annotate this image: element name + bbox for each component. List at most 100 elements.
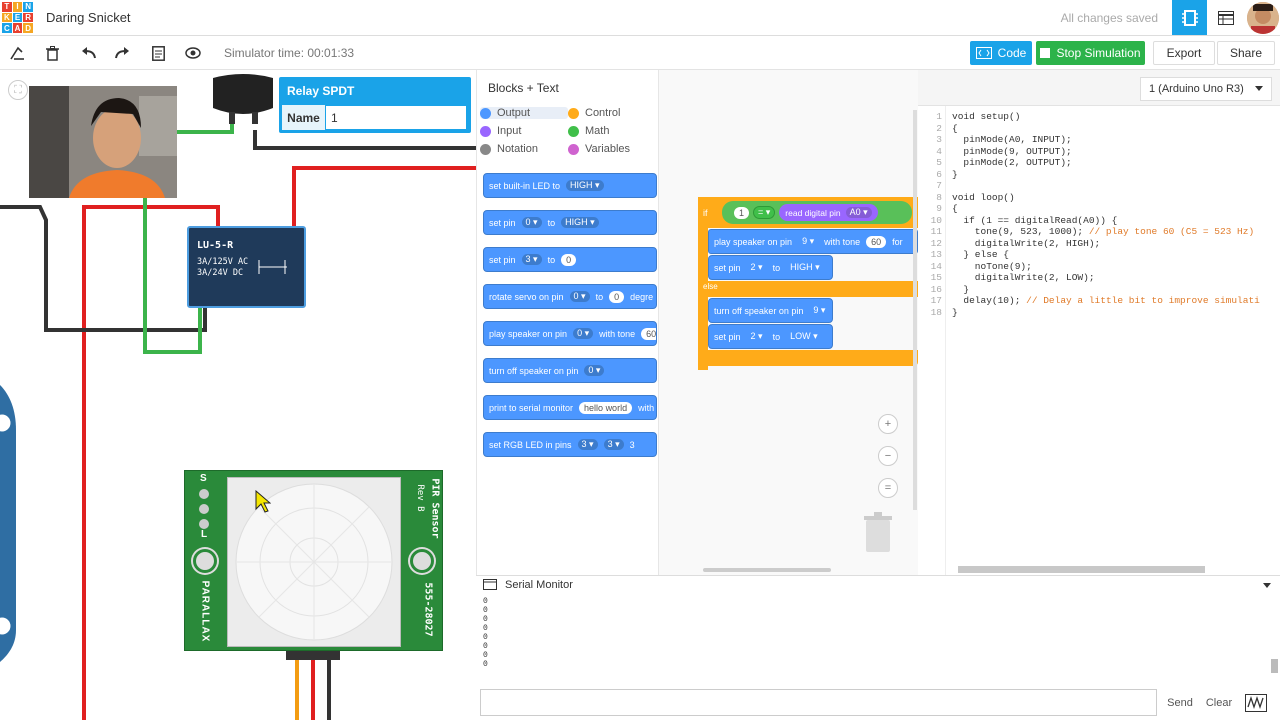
if-else-block[interactable]: if 1 = ▾ read digital pin A0 ▾ play spea… — [698, 197, 918, 370]
category-math[interactable]: Math — [568, 125, 655, 137]
redo-icon[interactable] — [112, 44, 132, 62]
code-text: { — [952, 203, 958, 214]
stop-simulation-button[interactable]: Stop Simulation — [1036, 41, 1145, 65]
serial-plot-button[interactable] — [1241, 689, 1271, 716]
turn-off-speaker-block[interactable]: turn off speaker on pin 9 ▾ — [708, 298, 833, 323]
project-title[interactable]: Daring Snicket — [46, 10, 131, 25]
read-pin-dropdown[interactable]: A0 ▾ — [845, 207, 872, 218]
code-text: void loop() — [952, 191, 1015, 203]
palette-dropdown[interactable]: 3 ▾ — [603, 439, 624, 450]
read-digital-block[interactable]: read digital pin A0 ▾ — [779, 204, 878, 221]
category-output[interactable]: Output — [480, 107, 568, 119]
set-pin-dropdown[interactable]: 2 ▾ — [750, 262, 763, 272]
set-pin-high-block[interactable]: set pin 2 ▾ to HIGH ▾ — [708, 255, 833, 280]
trash-icon[interactable] — [864, 512, 892, 554]
serial-line: 0 — [483, 615, 488, 624]
relay-component[interactable]: LU-5-R 3A/125V AC 3A/24V DC — [187, 226, 306, 308]
turn-off-pin-dropdown[interactable]: 9 ▾ — [813, 305, 826, 315]
category-control[interactable]: Control — [568, 107, 655, 119]
delete-icon[interactable] — [42, 44, 62, 62]
palette-dropdown[interactable]: HIGH ▾ — [561, 217, 599, 228]
board-select[interactable]: 1 (Arduino Uno R3) — [1140, 77, 1272, 101]
zoom-out-icon[interactable]: − — [878, 446, 898, 466]
code-button[interactable]: Code — [970, 41, 1032, 65]
blocks-workspace[interactable]: if 1 = ▾ read digital pin A0 ▾ play spea… — [659, 70, 918, 575]
palette-value[interactable]: 0 — [561, 253, 577, 266]
rotate-icon[interactable] — [8, 44, 28, 62]
palette-dropdown[interactable]: 0 ▾ — [573, 328, 594, 339]
serial-clear-button[interactable]: Clear — [1205, 696, 1233, 709]
undo-icon[interactable] — [78, 44, 98, 62]
condition-operator[interactable]: = ▾ — [753, 206, 776, 219]
set-value-dropdown[interactable]: HIGH ▾ — [790, 262, 820, 272]
condition-value[interactable]: 1 — [734, 206, 750, 219]
code-text: } else { — [952, 249, 1010, 260]
visibility-icon[interactable] — [183, 44, 203, 62]
workspace-scrollbar[interactable] — [703, 568, 831, 572]
pir-jumper-pin — [199, 519, 209, 529]
set-pin-low-block[interactable]: set pin 2 ▾ to LOW ▾ — [708, 324, 833, 349]
palette-block-text: 3 — [629, 439, 635, 450]
line-number: 1 — [936, 111, 942, 122]
code-hscrollbar[interactable] — [958, 566, 1205, 573]
category-input[interactable]: Input — [480, 125, 568, 137]
pir-sensor-component[interactable]: S L PARALLAX PIR Sensor Rev B 555-28027 — [184, 470, 443, 651]
serial-line: 0 — [483, 642, 488, 651]
serial-scrollbar[interactable] — [1271, 659, 1278, 673]
fit-view-icon[interactable]: ⛶ — [8, 80, 28, 100]
palette-value[interactable]: 0 — [609, 290, 625, 303]
palette-value[interactable]: 60 — [641, 327, 656, 340]
category-label: Input — [497, 125, 522, 137]
set-pin-dropdown[interactable]: 2 ▾ — [750, 331, 763, 341]
palette-dropdown[interactable]: HIGH ▾ — [566, 180, 604, 191]
zoom-in-icon[interactable]: + — [878, 414, 898, 434]
code-line: 4 pinMode(9, OUTPUT); — [918, 146, 1278, 158]
palette-dropdown[interactable]: 3 ▾ — [521, 254, 542, 265]
notes-icon[interactable] — [148, 44, 168, 62]
list-view-button[interactable] — [1210, 0, 1242, 35]
palette-dropdown[interactable]: 0 ▾ — [584, 365, 605, 376]
play-speaker-block[interactable]: play speaker on pin 9 ▾ with tone 60 for — [708, 229, 918, 254]
palette-dropdown[interactable]: 0 ▾ — [569, 291, 590, 302]
serial-input[interactable] — [480, 689, 1157, 716]
circuit-view-button[interactable] — [1172, 0, 1207, 35]
serial-send-button[interactable]: Send — [1167, 696, 1193, 709]
palette-dropdown[interactable]: 0 ▾ — [521, 217, 542, 228]
user-avatar[interactable] — [1247, 2, 1279, 34]
code-text: digitalWrite(2, HIGH); — [952, 237, 1101, 249]
palette-value[interactable]: hello world — [579, 401, 633, 414]
share-button[interactable]: Share — [1217, 41, 1275, 65]
serial-collapse-icon[interactable] — [1263, 583, 1271, 588]
category-dot — [568, 125, 579, 137]
workspace-vscrollbar[interactable] — [913, 110, 917, 510]
export-button[interactable]: Export — [1153, 41, 1215, 65]
category-variables[interactable]: Variables — [568, 143, 655, 155]
set-value-dropdown[interactable]: LOW ▾ — [790, 331, 818, 341]
name-field-input[interactable]: 1 — [325, 105, 467, 130]
code-editor[interactable] — [918, 106, 1280, 575]
category-dot — [568, 107, 579, 119]
palette-block-label: set RGB LED in pins — [489, 439, 572, 450]
stop-button-label: Stop Simulation — [1056, 46, 1141, 60]
editor-mode-select[interactable]: Blocks + Text — [488, 81, 559, 95]
code-text: } — [952, 306, 958, 318]
play-tone-value[interactable]: 60 — [866, 235, 887, 248]
category-notation[interactable]: Notation — [480, 143, 568, 155]
category-label: Control — [585, 107, 621, 119]
palette-dropdown[interactable]: 3 ▾ — [577, 439, 598, 450]
play-pin-dropdown[interactable]: 9 ▾ — [802, 236, 815, 246]
zoom-reset-icon[interactable]: = — [878, 478, 898, 498]
condition-block[interactable]: 1 = ▾ read digital pin A0 ▾ — [722, 201, 912, 224]
logo-letter: E — [12, 12, 23, 23]
line-number: 15 — [930, 272, 942, 283]
relay-switch-symbol — [258, 260, 287, 274]
palette-block[interactable]: set RGB LED in pins 3 ▾ 3 ▾ 3 — [483, 432, 657, 457]
